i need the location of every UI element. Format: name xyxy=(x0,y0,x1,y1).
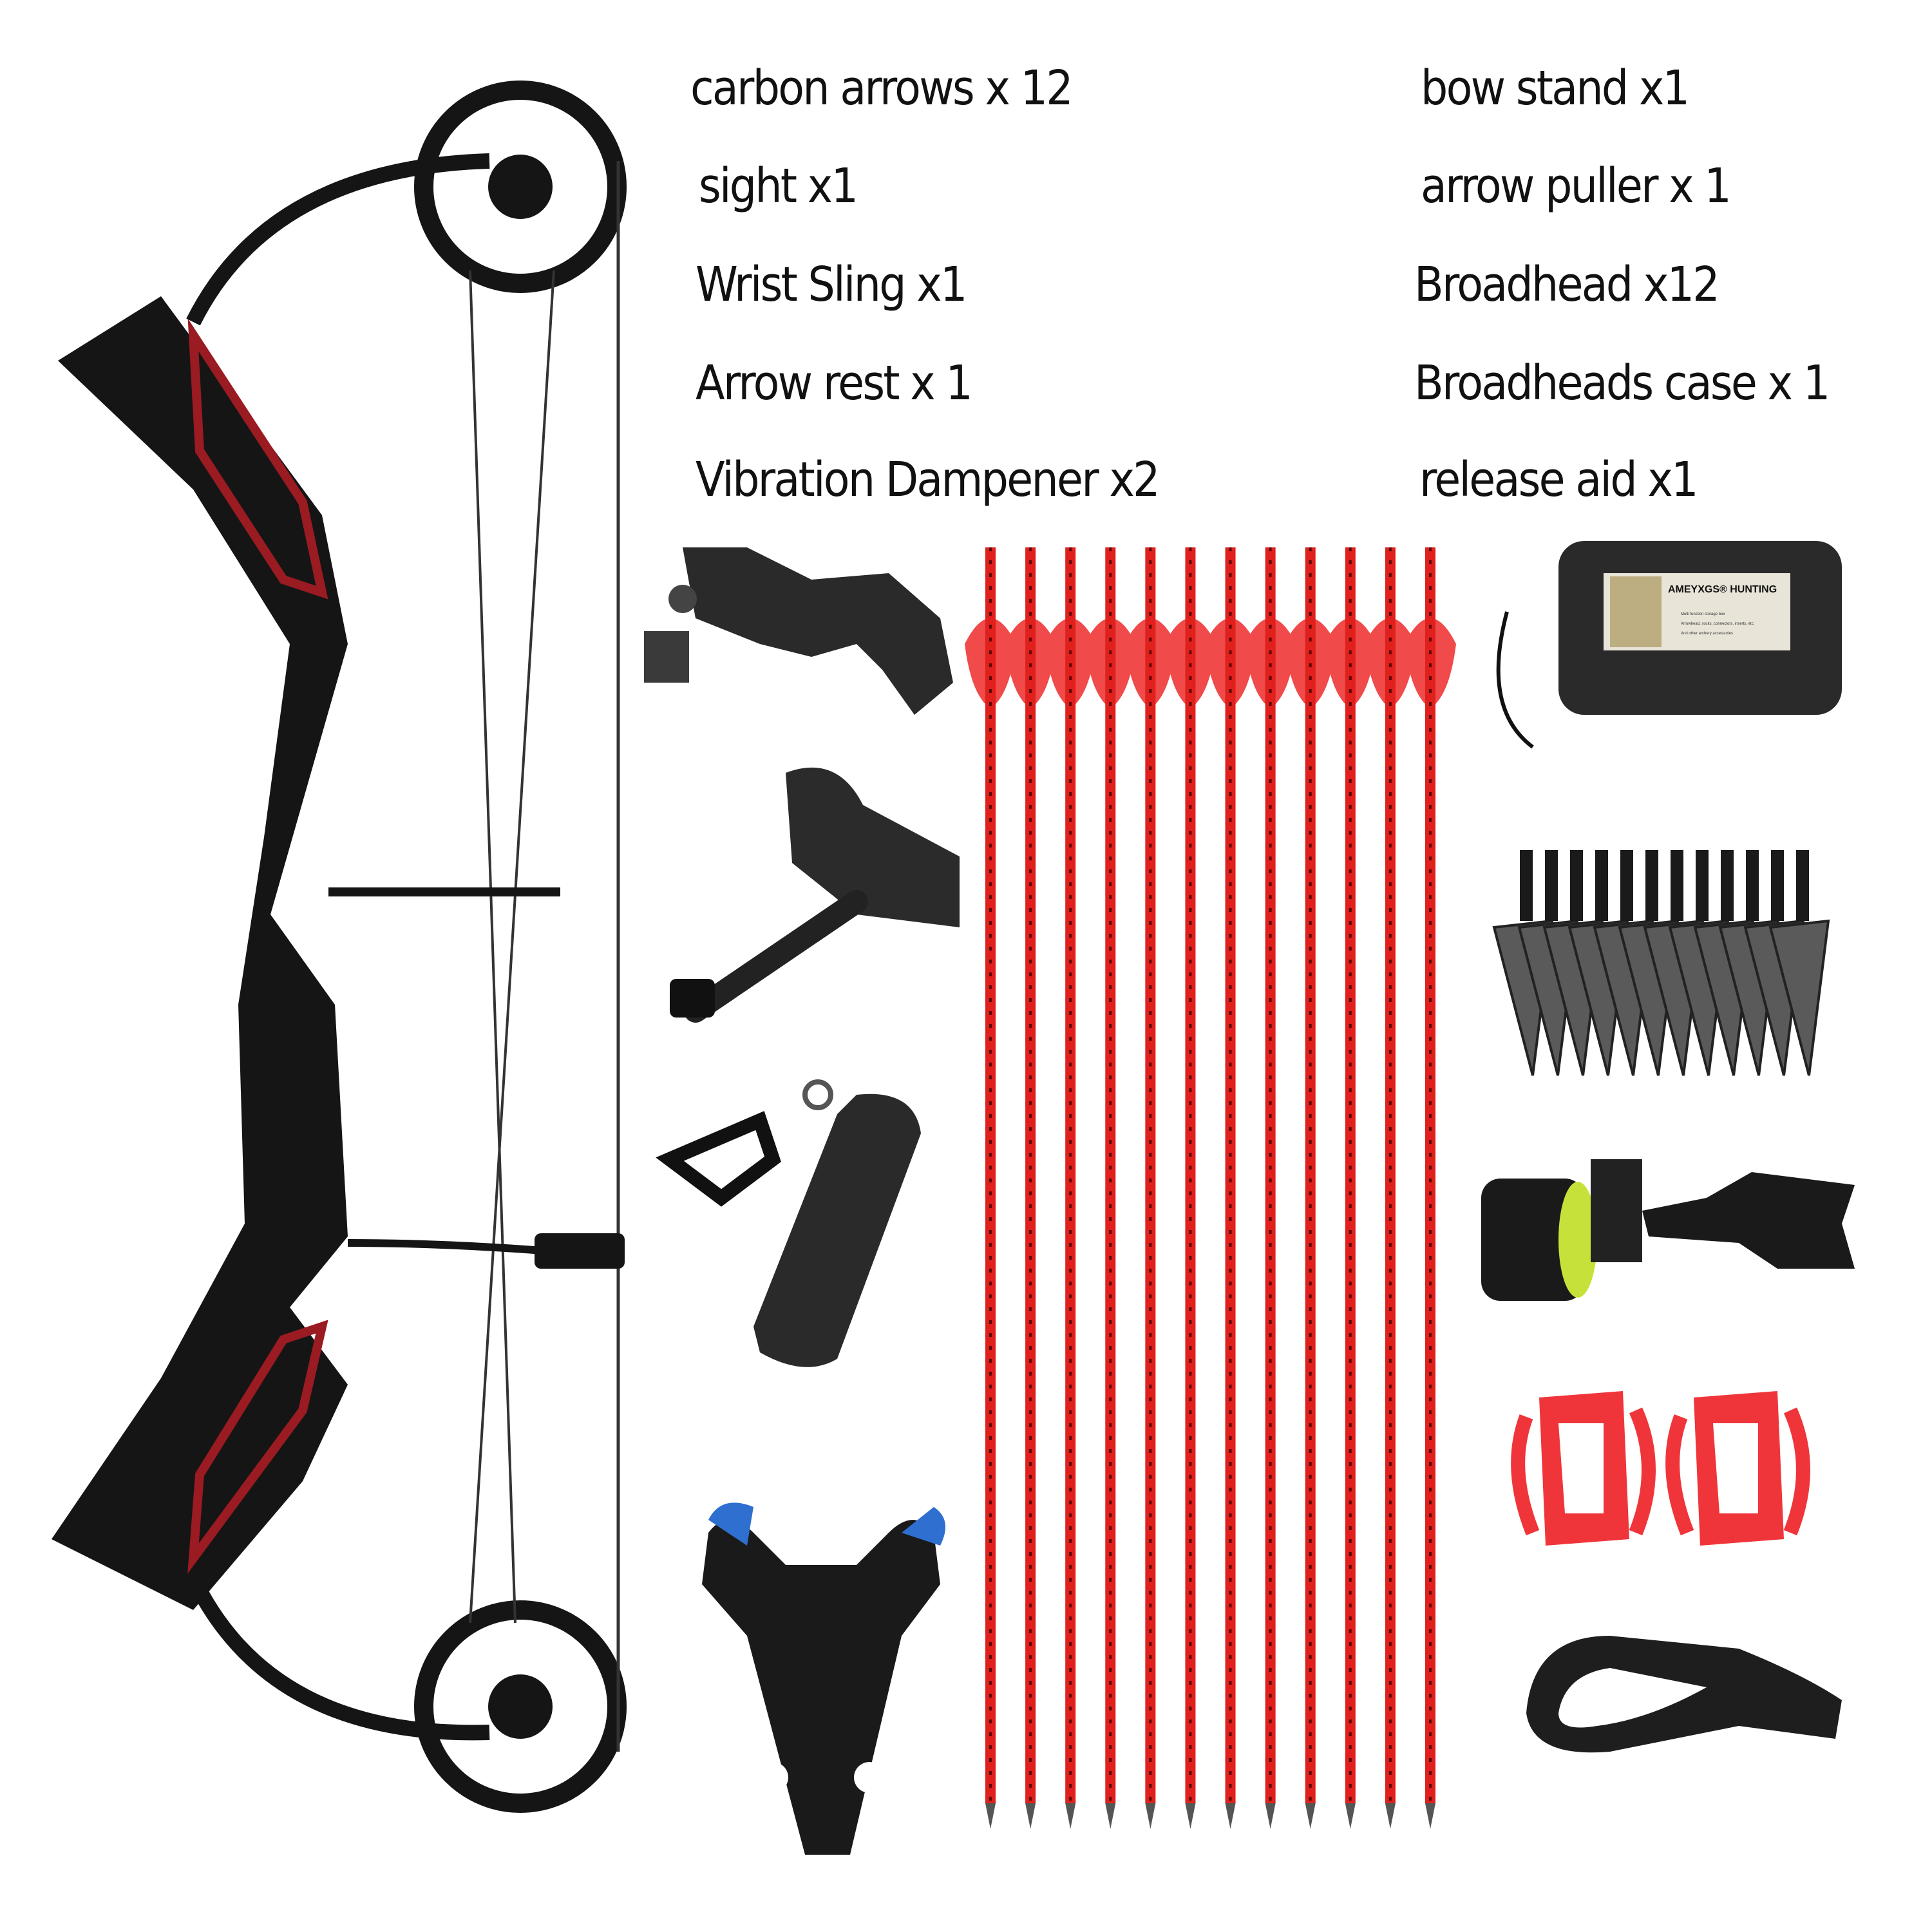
arrow-point xyxy=(1425,1803,1435,1829)
broadheads xyxy=(1492,850,1830,1076)
arrow-fletching xyxy=(1284,618,1311,708)
riser-accent xyxy=(187,318,328,600)
carbon-arrow xyxy=(1005,547,1057,1829)
arrow-fletching xyxy=(1124,618,1151,708)
case-brand: AMEYXGS® HUNTING xyxy=(1668,584,1777,595)
arrow-fletching xyxy=(1084,618,1111,708)
stabilizer xyxy=(535,1233,625,1269)
carbon-arrow xyxy=(965,547,1016,1829)
arrow-puller xyxy=(656,1079,921,1367)
arrow-fletching xyxy=(965,618,990,708)
arrow-fletching xyxy=(1324,618,1350,708)
stabilizer-mount xyxy=(347,1239,567,1256)
arrow-point xyxy=(1305,1803,1316,1829)
carbon-arrow xyxy=(1204,547,1256,1829)
arrow-fletching xyxy=(1405,618,1430,708)
carbon-arrow xyxy=(1405,547,1456,1829)
contents-label: Broadhead x12 xyxy=(1414,257,1720,312)
arrow-point xyxy=(1265,1803,1276,1829)
bow-cable xyxy=(469,270,555,1624)
arrow-fletching xyxy=(1364,618,1390,708)
arrow-point xyxy=(1225,1803,1236,1829)
contents-label: release aid x1 xyxy=(1419,452,1698,507)
release-aid xyxy=(670,767,960,1023)
arrow-fletching xyxy=(1244,618,1271,708)
carbon-arrow xyxy=(1364,547,1416,1829)
arrow-point xyxy=(1345,1803,1356,1829)
arrow-point xyxy=(1065,1803,1076,1829)
contents-label: Arrow rest x 1 xyxy=(696,355,973,411)
vibration-dampener xyxy=(1665,1391,1810,1546)
arrow-point xyxy=(1185,1803,1196,1829)
arrow-point xyxy=(1025,1803,1036,1829)
contents-label: arrow puller x 1 xyxy=(1421,158,1732,214)
bow-riser xyxy=(52,296,348,1610)
contents-label: sight x1 xyxy=(699,158,858,214)
contents-label: Vibration Dampener x2 xyxy=(696,452,1160,507)
vibration-dampener xyxy=(1511,1391,1656,1546)
arrow-fletching xyxy=(1045,618,1071,708)
contents-label: bow stand x1 xyxy=(1421,61,1690,116)
arrow-fletching xyxy=(1204,618,1231,708)
arrow-point xyxy=(1145,1803,1156,1829)
case-line-3: And other archery accessories xyxy=(1681,632,1733,636)
riser-accent xyxy=(187,1320,328,1574)
contents-label: Broadheads case x 1 xyxy=(1414,355,1830,411)
arrow-point xyxy=(1105,1803,1116,1829)
contents-label: Wrist Sling x1 xyxy=(696,257,967,312)
carbon-arrow xyxy=(1045,547,1097,1829)
broadheads-case: AMEYXGS® HUNTING Multi function storage … xyxy=(1496,541,1842,749)
arrow-rest xyxy=(644,547,953,715)
sight xyxy=(1481,1159,1855,1301)
carbon-arrow xyxy=(1124,547,1177,1829)
case-line-2: Arrowhead, socks, connectors, inserts, e… xyxy=(1681,622,1755,626)
carbon-arrow xyxy=(1244,547,1296,1829)
bow-stand xyxy=(702,1502,945,1855)
stand-blue-cup xyxy=(708,1502,753,1546)
broadhead xyxy=(1768,850,1830,1076)
carbon-arrow xyxy=(1164,547,1217,1829)
top-cam-hub xyxy=(488,155,553,219)
carbon-arrow xyxy=(1084,547,1137,1829)
bottom-cam-hub xyxy=(488,1674,553,1739)
carbon-arrows xyxy=(965,547,1456,1829)
arrow-fletching xyxy=(1430,618,1456,708)
arrow-fletching xyxy=(1164,618,1191,708)
carbon-arrow xyxy=(1324,547,1376,1829)
case-line-1: Multi function storage box xyxy=(1681,612,1725,616)
carbon-arrow xyxy=(1284,547,1336,1829)
arrow-point xyxy=(985,1803,996,1829)
stand-blue-cup xyxy=(902,1507,945,1546)
arrow-point xyxy=(1385,1803,1396,1829)
wrist-sling xyxy=(1526,1636,1842,1753)
bow-cable xyxy=(469,270,516,1624)
compound-bow xyxy=(52,80,627,1813)
contents-label: carbon arrows x 12 xyxy=(690,61,1074,116)
arrow-fletching xyxy=(1005,618,1031,708)
